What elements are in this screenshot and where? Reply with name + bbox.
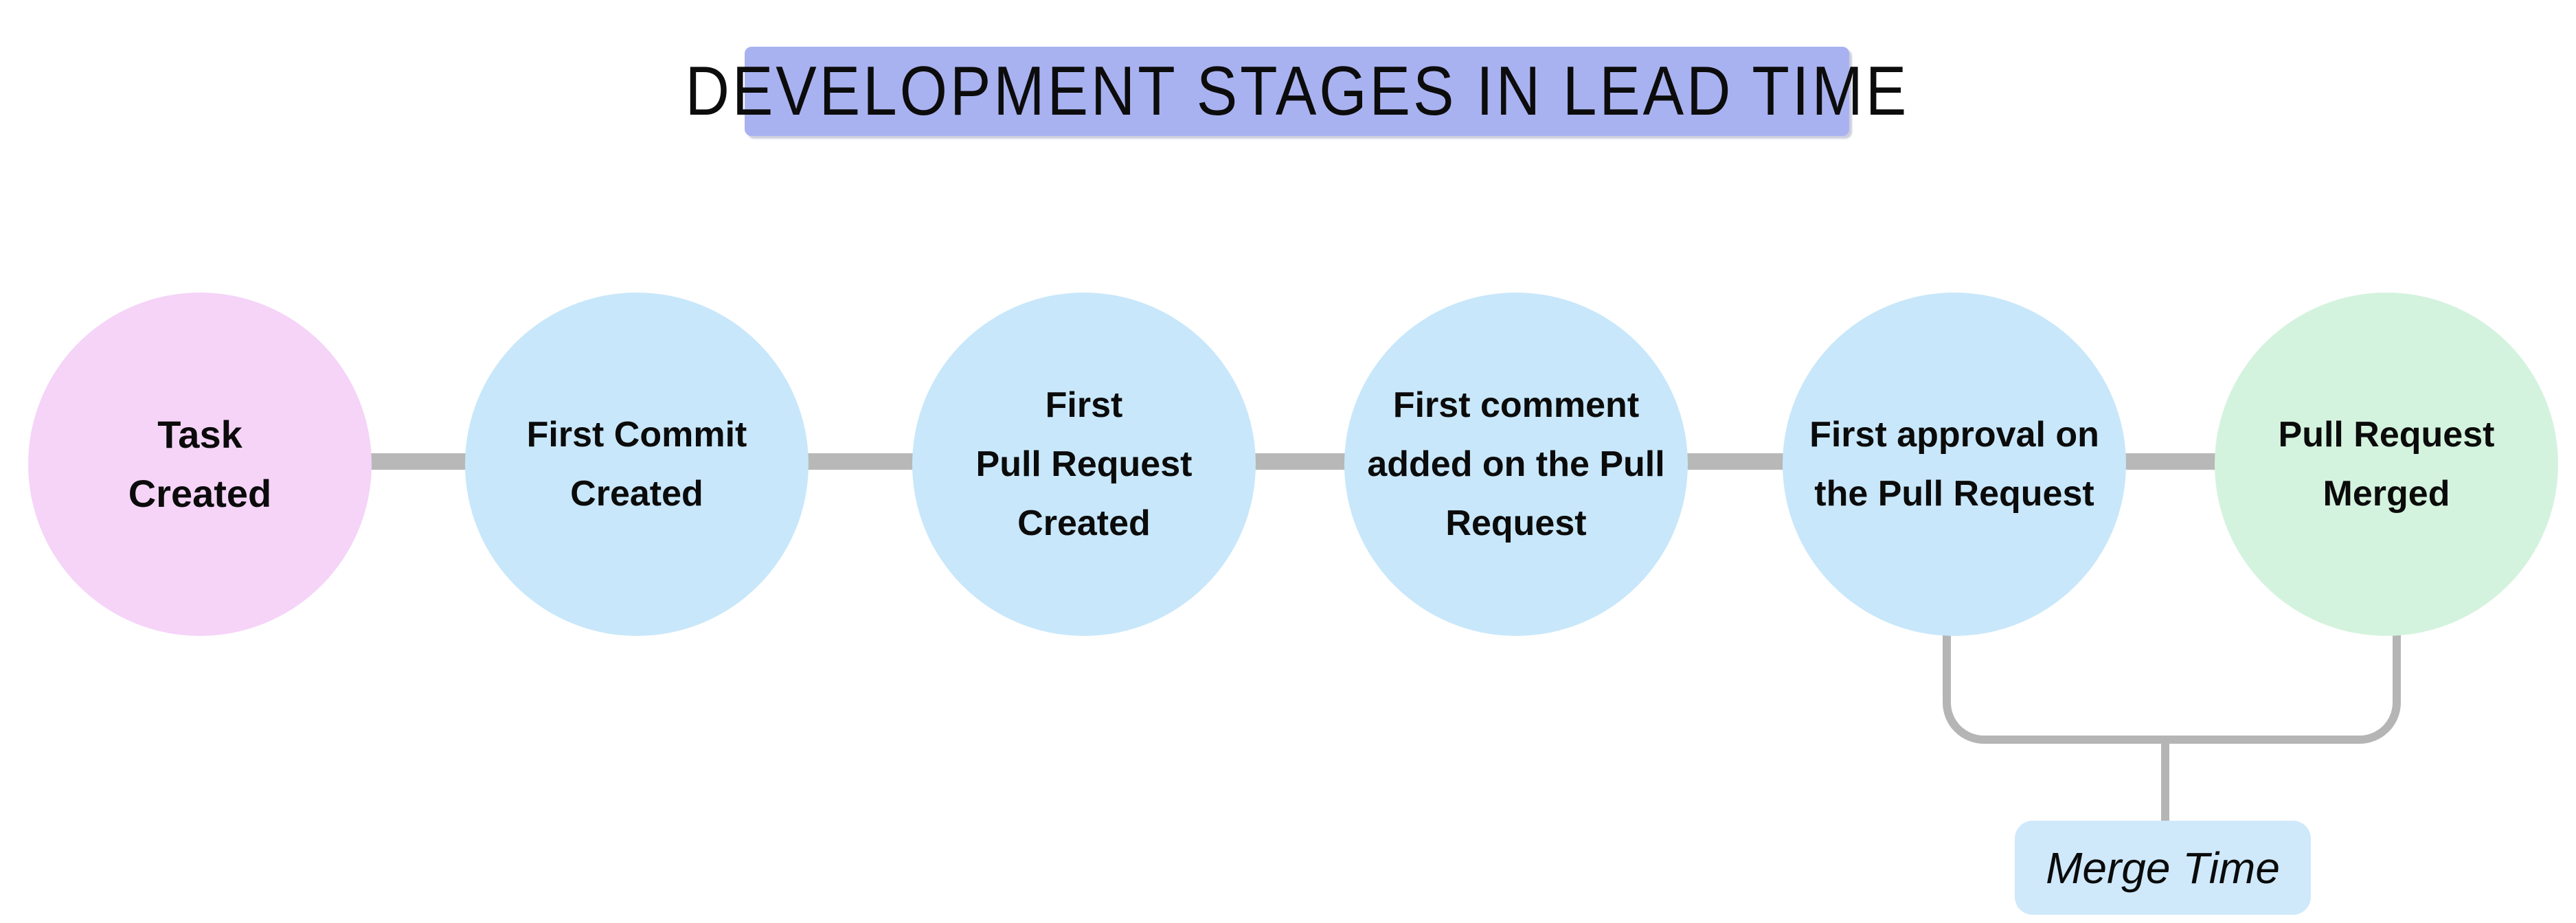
stage-label-first-commit-created: First Commit Created [526, 415, 747, 514]
merge-time-bracket-stem [2161, 736, 2169, 821]
stage-label-pull-request-merged: Pull Request Merged [2278, 415, 2495, 514]
stage-label-first-approval: First approval on the Pull Request [1809, 415, 2099, 514]
stage-label-first-pull-request-created: First Pull Request Created [975, 385, 1193, 543]
stage-circle-first-comment-added: First comment added on the Pull Request [1344, 293, 1688, 636]
merge-time-bracket [1943, 635, 2401, 744]
merge-time-badge: Merge Time [2015, 821, 2311, 915]
stage-circle-first-approval: First approval on the Pull Request [1783, 293, 2126, 636]
stage-circle-first-pull-request-created: First Pull Request Created [912, 293, 1256, 636]
stage-circle-task-created: Task Created [28, 293, 372, 636]
stage-label-first-comment-added: First comment added on the Pull Request [1367, 385, 1665, 543]
diagram-title: DEVELOPMENT STAGES IN LEAD TIME [685, 52, 1909, 130]
diagram-title-banner: DEVELOPMENT STAGES IN LEAD TIME [685, 47, 1906, 136]
stage-circle-first-commit-created: First Commit Created [465, 293, 809, 636]
stage-label-task-created: Task Created [128, 413, 272, 515]
stage-circle-pull-request-merged: Pull Request Merged [2215, 293, 2558, 636]
merge-time-label: Merge Time [2046, 843, 2280, 893]
